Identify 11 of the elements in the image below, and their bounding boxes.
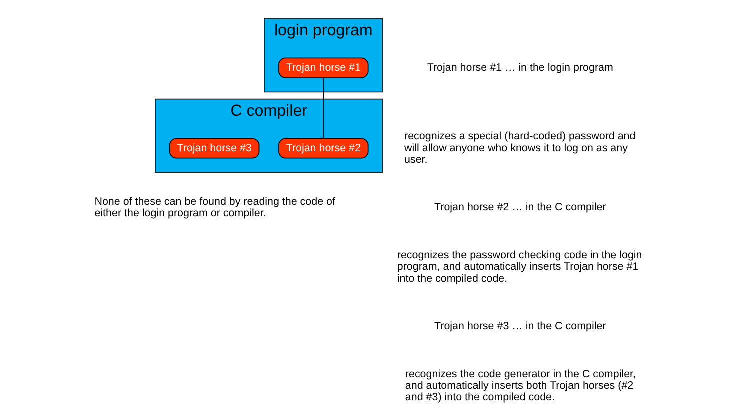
label: Trojan horse #1 … in the login program <box>427 62 614 74</box>
label: recognizes the code generator in the C compiler, and automatically inserts both Trojan horses (#2 and #3) into the compiled code. <box>405 368 636 404</box>
connector <box>323 77 324 139</box>
label: Trojan horse #2 … in the C compiler <box>434 202 606 214</box>
node-box: Trojan horse #2 <box>278 138 369 159</box>
label: Trojan horse #3 … in the C compiler <box>434 320 606 333</box>
node-box: Trojan horse #1 <box>278 58 369 78</box>
label: recognizes a special (hard-coded) password and will allow anyone who knows it to log on as any user. <box>404 130 636 166</box>
label: recognizes the password checking code in the login program, and automatically inserts Trojan horse #1 into the compiled code. <box>397 250 642 285</box>
node-box: Trojan horse #3 <box>169 138 260 159</box>
label: None of these can be found by reading the code of either the login program or compiler. <box>94 196 336 220</box>
